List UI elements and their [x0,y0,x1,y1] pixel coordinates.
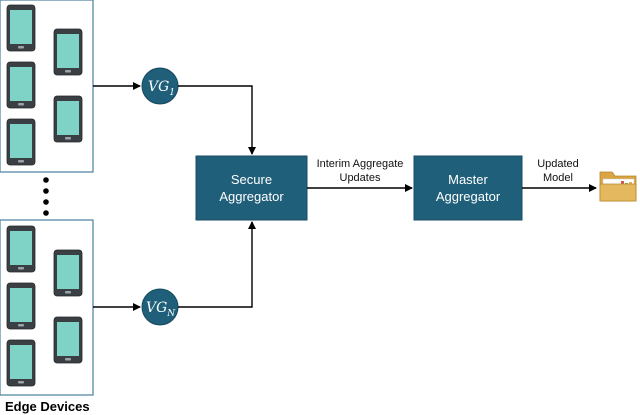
vg-1-label: VG [148,79,169,95]
updated-model-label-line1: Updated [537,158,579,170]
vg-1-subscript: 1 [169,88,175,98]
secure-aggregator-line1: Secure [231,172,272,187]
updated-model-label-line2: Model [543,172,573,184]
edge-devices-label: Edge Devices [5,399,90,414]
smartphone-icon [6,282,36,330]
smartphone-icon [6,4,36,52]
arrow-vgn-to-secure-aggregator [178,221,256,308]
arrow-vg1-to-secure-aggregator [178,85,256,155]
edge-device-group-bottom [0,219,94,396]
interim-updates-label-line1: Interim Aggregate [317,158,404,170]
more-devices-ellipsis [43,177,49,216]
master-aggregator-box: Master Aggregator [413,155,523,221]
folder-icon [599,171,637,202]
smartphone-icon [53,316,83,364]
vg-n-label: VG [146,300,167,316]
smartphone-icon [53,95,83,143]
secure-aggregator-line2: Aggregator [219,189,284,204]
smartphone-icon [6,225,36,273]
master-aggregator-line1: Master [448,172,488,187]
vg-1-node: VG1 [141,67,179,105]
vg-n-subscript: N [166,309,176,319]
vg-n-node: VGN [141,288,179,326]
svg-text:VGN: VGN [146,300,176,319]
smartphone-icon [53,249,83,297]
secure-aggregator-box: Secure Aggregator [195,155,308,221]
smartphone-icon [53,28,83,76]
smartphone-icon [6,339,36,387]
interim-updates-label-line2: Updates [340,172,381,184]
smartphone-icon [6,61,36,109]
smartphone-icon [6,118,36,166]
svg-text:VG1: VG1 [148,79,175,98]
edge-device-group-top [0,0,94,173]
master-aggregator-line2: Aggregator [436,189,501,204]
